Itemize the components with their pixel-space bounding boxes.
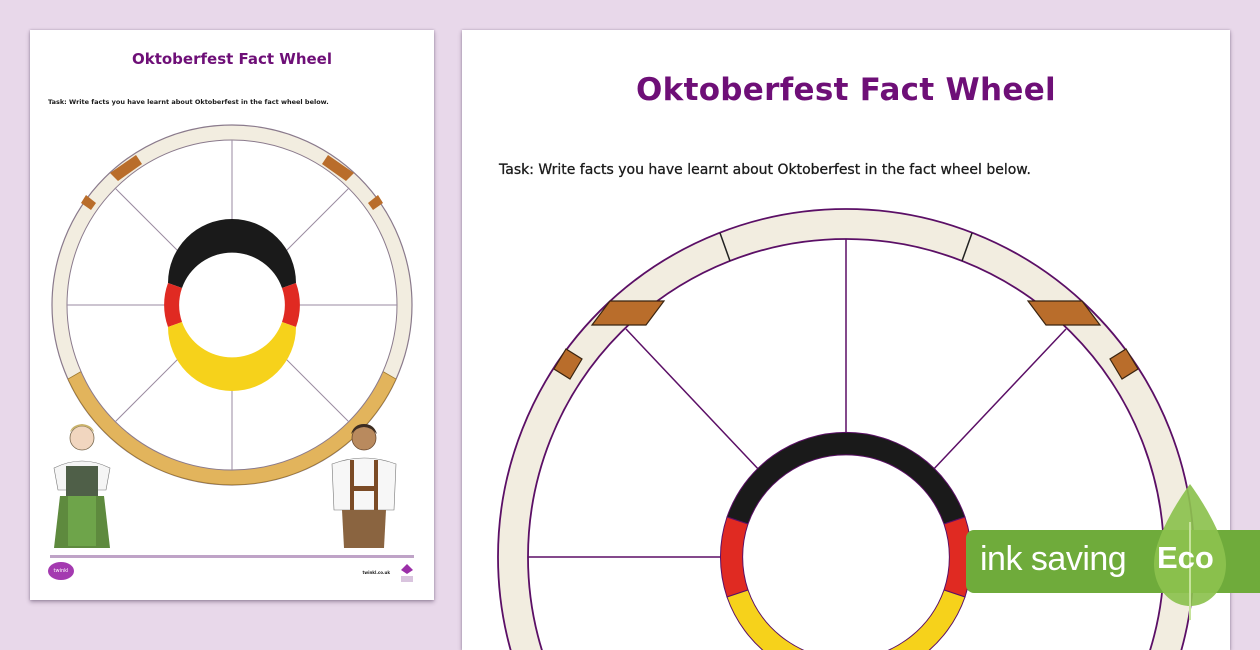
task-instructions: Task: Write facts you have learnt about … bbox=[499, 162, 1031, 178]
twinkl-logo: twinkl bbox=[48, 562, 74, 580]
worksheet-preview-thumbnail[interactable]: Oktoberfest Fact Wheel Task: Write facts… bbox=[30, 30, 434, 600]
leaf-icon bbox=[1154, 484, 1226, 620]
footer-url: twinkl.co.uk bbox=[362, 570, 390, 575]
man-in-lederhosen-illustration bbox=[331, 424, 397, 548]
twinkl-badge-icon bbox=[401, 564, 413, 582]
footer-divider bbox=[50, 555, 414, 558]
eco-label: Eco bbox=[1157, 540, 1214, 575]
fact-wheel bbox=[51, 124, 413, 486]
woman-in-dirndl-illustration bbox=[53, 424, 111, 548]
page-title: Oktoberfest Fact Wheel bbox=[636, 72, 1056, 108]
page-title: Oktoberfest Fact Wheel bbox=[131, 50, 333, 68]
ink-saving-label: ink saving bbox=[980, 540, 1127, 578]
task-instructions: Task: Write facts you have learnt about … bbox=[48, 98, 329, 106]
